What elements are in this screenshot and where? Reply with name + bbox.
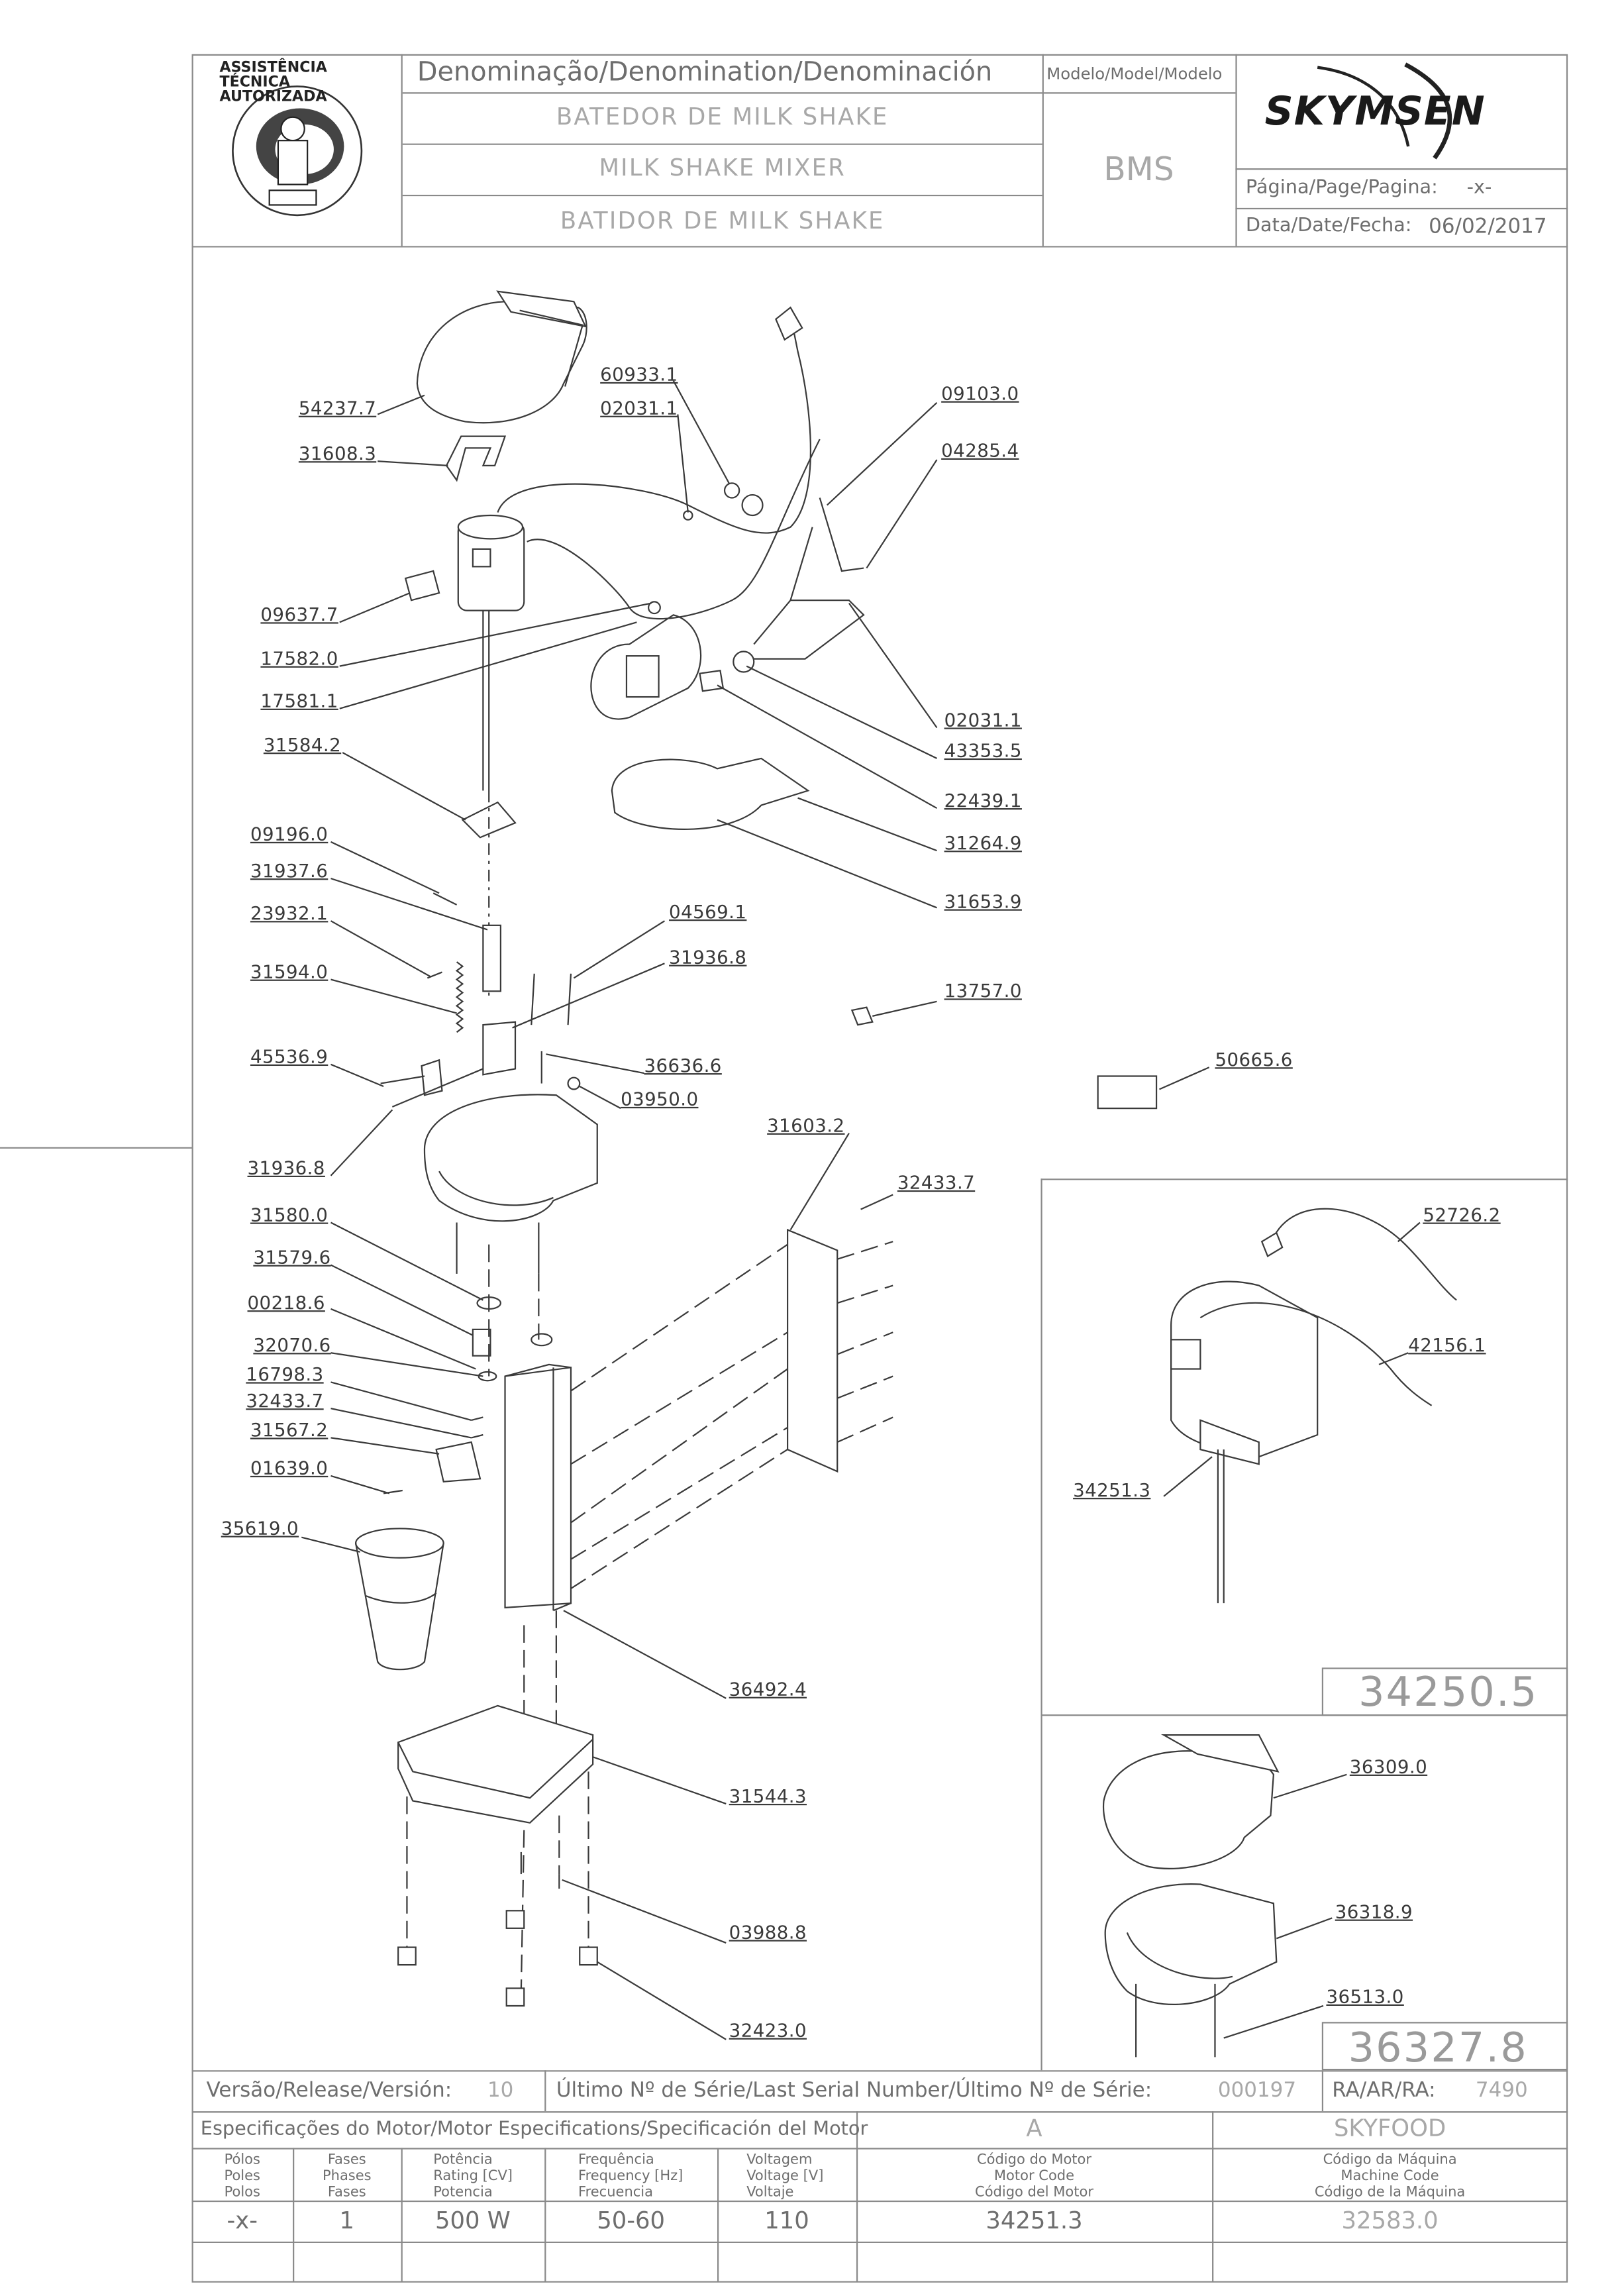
part-callout: 31264.9: [944, 831, 1022, 854]
skymsen-logo-icon: [1317, 62, 1452, 160]
kit-code: 34250.5: [1358, 1667, 1539, 1716]
date-label: Data/Date/Fecha:: [1245, 215, 1412, 238]
part-callout: 13757.0: [944, 979, 1022, 1002]
kit-part-callout: 36318.9: [1335, 1900, 1413, 1922]
page-value: -x-: [1466, 177, 1492, 199]
part-callout: 31653.9: [944, 890, 1022, 912]
kit-part-callout: 34251.3: [1073, 1479, 1151, 1501]
kit-part-callout: 42156.1: [1408, 1333, 1486, 1356]
part-callout: 45536.9: [250, 1045, 329, 1068]
part-callout: 16798.3: [246, 1363, 324, 1385]
kit-code: 36327.8: [1348, 2023, 1528, 2072]
part-callout: 02031.1: [600, 396, 678, 419]
part-callout: 60933.1: [600, 363, 678, 386]
spec-value-frequency: 50-60: [597, 2206, 665, 2234]
spec-value-voltage: 110: [764, 2206, 809, 2234]
part-callout: 31608.3: [298, 442, 377, 464]
part-callout: 31603.2: [767, 1114, 845, 1137]
spec-value-motor-code: 34251.3: [986, 2206, 1083, 2234]
part-callout: 32433.7: [897, 1171, 976, 1194]
spec-value-machine-code: 32583.0: [1341, 2206, 1439, 2234]
part-callout: 02031.1: [944, 708, 1022, 731]
part-callout: 17582.0: [260, 647, 338, 670]
part-callout: 09196.0: [250, 823, 329, 845]
denomination-label: Denominação/Denomination/Denominación: [417, 57, 993, 88]
part-callout: 23932.1: [250, 902, 329, 924]
part-callout: 31936.8: [247, 1157, 325, 1179]
part-callout: 32433.7: [246, 1389, 324, 1412]
kit-part-callout: 36309.0: [1349, 1755, 1428, 1778]
name-en: MILK SHAKE MIXER: [599, 154, 846, 182]
part-callout: 43353.5: [944, 739, 1022, 762]
part-callout: 36492.4: [729, 1677, 807, 1700]
seal-text: ASSISTÊNCIA TÉCNICA AUTORIZADA: [219, 60, 327, 106]
part-callout: 35619.0: [221, 1516, 299, 1539]
part-callout: 31937.6: [250, 859, 329, 882]
part-callout: 31594.0: [250, 960, 329, 983]
part-callout: 32070.6: [253, 1333, 331, 1356]
part-callout: 04569.1: [669, 900, 747, 923]
serial-value: 000197: [1217, 2079, 1297, 2103]
name-es: BATIDOR DE MILK SHAKE: [560, 206, 885, 235]
ra-value: 7490: [1475, 2079, 1528, 2103]
motor-spec-label: Especificações do Motor/Motor Especifica…: [200, 2118, 868, 2141]
part-callout: 03988.8: [729, 1920, 807, 1943]
company-name: SKYFOOD: [1333, 2114, 1446, 2142]
spec-value-rating: 500 W: [435, 2206, 511, 2234]
model-value: BMS: [1103, 152, 1174, 189]
name-pt: BATEDOR DE MILK SHAKE: [556, 102, 889, 130]
part-callout: 31580.0: [250, 1203, 329, 1226]
version-value: 10: [487, 2079, 514, 2103]
part-callout: 31544.3: [729, 1785, 807, 1807]
model-label: Modelo/Model/Modelo: [1046, 64, 1223, 83]
part-callout: 31936.8: [669, 945, 747, 968]
part-callout: 04285.4: [941, 439, 1019, 462]
page-label: Página/Page/Pagina:: [1245, 177, 1438, 199]
motor-class: A: [1026, 2114, 1042, 2142]
spec-value-phases: 1: [339, 2206, 355, 2234]
part-callout: 01639.0: [250, 1457, 329, 1479]
part-callout: 09103.0: [941, 382, 1019, 405]
kit-part-callout: 52726.2: [1423, 1203, 1501, 1226]
part-callout: 22439.1: [944, 789, 1022, 811]
part-callout: 31584.2: [263, 733, 342, 756]
kit-part-callout: 36513.0: [1326, 1985, 1404, 2008]
spec-value-poles: -x-: [227, 2206, 258, 2234]
part-callout: 03950.0: [621, 1088, 699, 1110]
part-callout: 17581.1: [260, 690, 338, 712]
part-callout: 09637.7: [260, 603, 338, 625]
part-callout: 00218.6: [247, 1291, 325, 1314]
part-callout: 31567.2: [250, 1418, 329, 1441]
part-callout: 31579.6: [253, 1245, 331, 1269]
part-callout: 36636.6: [644, 1054, 722, 1076]
part-callout: 32423.0: [729, 2018, 807, 2042]
date-value: 06/02/2017: [1429, 215, 1547, 239]
part-callout: 50665.6: [1215, 1048, 1293, 1070]
serial-label: Último Nº de Série/Last Serial Number/Úl…: [556, 2079, 1152, 2103]
version-label: Versão/Release/Versión:: [206, 2079, 452, 2103]
brand-logo: SKYMSEN: [1264, 89, 1486, 135]
ra-label: RA/AR/RA:: [1332, 2079, 1436, 2103]
authorized-service-seal-icon: [232, 85, 363, 217]
part-callout: 54237.7: [298, 396, 377, 419]
